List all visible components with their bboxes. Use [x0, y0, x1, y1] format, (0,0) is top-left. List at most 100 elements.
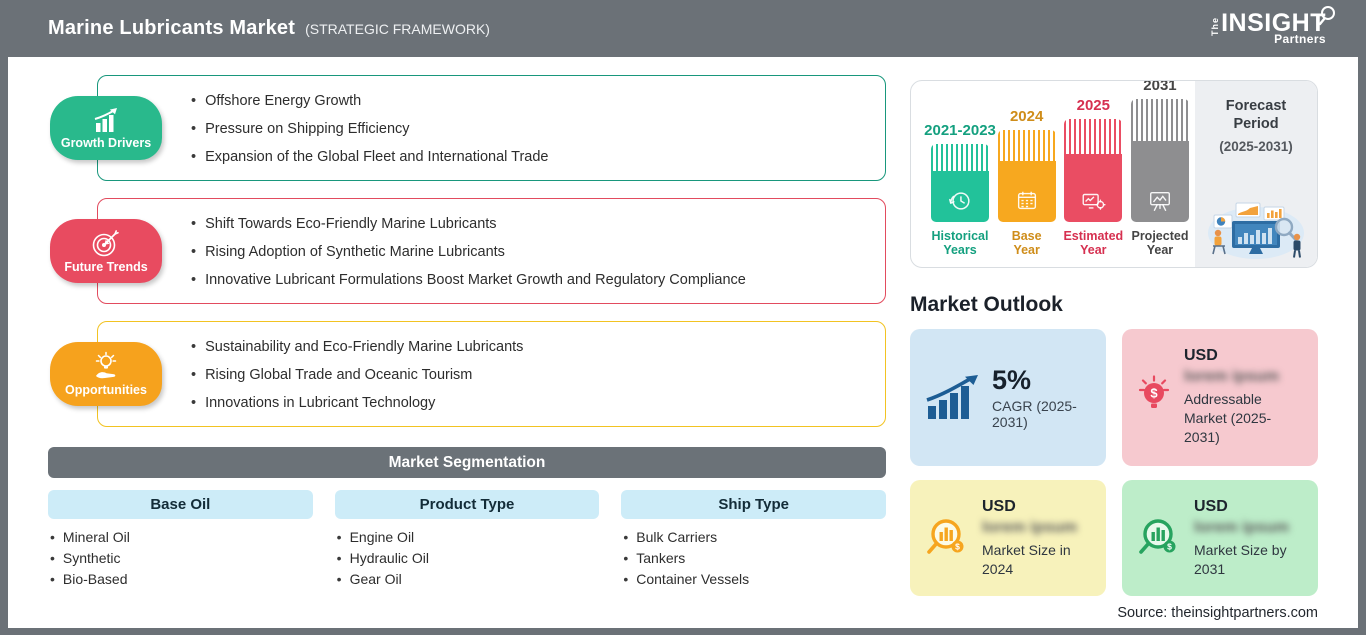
- history-clock-icon: [949, 192, 970, 210]
- forecast-range: (2025-2031): [1219, 139, 1293, 154]
- addressable-market-card: $ USD lorem ipsum Addressable Market (20…: [1122, 329, 1318, 466]
- svg-text:$: $: [1150, 386, 1158, 401]
- source-attribution: Source: theinsightpartners.com: [1117, 605, 1318, 621]
- list-item: Container Vessels: [623, 569, 886, 590]
- growth-drivers-box: Offshore Energy Growth Pressure on Shipp…: [97, 75, 886, 181]
- framework-column: Offshore Energy Growth Pressure on Shipp…: [48, 75, 887, 628]
- list-item: Shift Towards Eco-Friendly Marine Lubric…: [191, 210, 875, 238]
- card-caption: Addressable Market (2025-2031): [1184, 391, 1272, 445]
- timeline-panel: 2021-2023: [910, 80, 1318, 268]
- bar-caption: Estimated Year: [1063, 229, 1124, 257]
- forecast-illustration: [1208, 202, 1304, 259]
- svg-text:$: $: [1167, 542, 1172, 552]
- list-item: Bulk Carriers: [623, 527, 886, 548]
- logo-insight-text: INSIGHT: [1221, 9, 1326, 37]
- badge-label: Opportunities: [65, 383, 147, 397]
- list-item: Rising Adoption of Synthetic Marine Lubr…: [191, 238, 875, 266]
- list-item: Synthetic: [50, 548, 313, 569]
- timeline-bar-projected: 2031 Projected Year: [1130, 80, 1189, 257]
- future-trends-section: Shift Towards Eco-Friendly Marine Lubric…: [48, 198, 886, 304]
- list-item: Gear Oil: [337, 569, 600, 590]
- timeline-bars: 2021-2023: [911, 81, 1195, 267]
- future-trends-box: Shift Towards Eco-Friendly Marine Lubric…: [97, 198, 886, 304]
- market-segmentation-header: Market Segmentation: [48, 447, 886, 478]
- bar-year-label: 2031: [1143, 80, 1177, 94]
- segment-header: Base Oil: [48, 490, 313, 519]
- future-trends-list: Shift Towards Eco-Friendly Marine Lubric…: [191, 210, 875, 294]
- growth-drivers-badge: Growth Drivers: [50, 96, 162, 160]
- badge-label: Growth Drivers: [60, 135, 152, 150]
- list-item: Pressure on Shipping Efficiency: [191, 115, 875, 143]
- currency-label: USD: [1194, 497, 1228, 515]
- forecast-title: Forecast Period: [1225, 98, 1287, 132]
- opportunities-badge: Opportunities: [50, 342, 162, 406]
- currency-label: USD: [982, 497, 1016, 515]
- currency-label: USD: [1184, 347, 1218, 364]
- opportunities-list: Sustainability and Eco-Friendly Marine L…: [191, 333, 875, 417]
- list-item: Hydraulic Oil: [337, 548, 600, 569]
- timeline-bar-base: 2024 Base Year: [997, 108, 1056, 257]
- market-size-2024-card: $ USD lorem ipsum Market Size in 2024: [910, 480, 1106, 596]
- bar-caption: Base Year: [1011, 229, 1042, 257]
- bar-caption: Historical Years: [931, 229, 989, 257]
- list-item: Sustainability and Eco-Friendly Marine L…: [191, 333, 875, 361]
- cagr-chart-icon: [926, 374, 978, 419]
- outlook-cards: 5% CAGR (2025-2031) $ USD lorem ipsum: [910, 329, 1318, 596]
- growth-chart-icon: [94, 107, 117, 132]
- list-item: Innovations in Lubricant Technology: [191, 389, 875, 417]
- title-wrap: Marine Lubricants Market (STRATEGIC FRAM…: [48, 17, 490, 40]
- card-caption: Market Size by 2031: [1194, 541, 1287, 577]
- list-item: Expansion of the Global Fleet and Intern…: [191, 143, 875, 171]
- future-trends-badge: Future Trends: [50, 219, 162, 283]
- bar-year-label: 2025: [1076, 97, 1110, 114]
- bulb-hand-icon: [95, 351, 117, 379]
- page-title: Marine Lubricants Market: [48, 17, 296, 39]
- card-caption: Market Size in 2024: [982, 541, 1071, 577]
- timeline-bar-historical: 2021-2023: [924, 122, 996, 257]
- calendar-icon: [1017, 191, 1036, 210]
- timeline-bar: [931, 144, 989, 222]
- market-size-2031-card: $ USD lorem ipsum Market Size by 2031: [1122, 480, 1318, 596]
- cagr-label: CAGR (2025-2031): [992, 398, 1077, 430]
- bulb-dollar-icon: $: [1138, 375, 1170, 408]
- cagr-value: 5%: [992, 365, 1032, 395]
- logo-magnifier-icon: [1318, 6, 1335, 26]
- cagr-card: 5% CAGR (2025-2031): [910, 329, 1106, 466]
- list-item: Bio-Based: [50, 569, 313, 590]
- segment-header: Ship Type: [621, 490, 887, 519]
- page-subtitle: (STRATEGIC FRAMEWORK): [305, 21, 490, 37]
- opportunities-section: Sustainability and Eco-Friendly Marine L…: [48, 321, 886, 427]
- list-item: Engine Oil: [337, 527, 600, 548]
- blurred-value: lorem ipsum: [1194, 518, 1290, 536]
- outlook-column: 2021-2023: [910, 75, 1318, 628]
- badge-label: Future Trends: [64, 259, 148, 274]
- projection-icon: [1149, 191, 1170, 211]
- blurred-value: lorem ipsum: [1184, 368, 1280, 385]
- segment-base-oil: Base Oil Mineral Oil Synthetic Bio-Based: [48, 490, 313, 590]
- magnifier-chart-orange-icon: $: [927, 519, 964, 554]
- target-dart-icon: [92, 229, 119, 256]
- list-item: Tankers: [623, 548, 886, 569]
- list-item: Innovative Lubricant Formulations Boost …: [191, 266, 875, 294]
- magnifier-chart-green-icon: $: [1139, 519, 1176, 554]
- logo-the-text: The: [1210, 17, 1221, 37]
- bar-year-label: 2024: [1009, 108, 1044, 125]
- opportunities-box: Sustainability and Eco-Friendly Marine L…: [97, 321, 886, 427]
- segment-product-type: Product Type Engine Oil Hydraulic Oil Ge…: [334, 490, 600, 590]
- segment-ship-type: Ship Type Bulk Carriers Tankers Containe…: [621, 490, 887, 590]
- list-item: Mineral Oil: [50, 527, 313, 548]
- segment-list: Bulk Carriers Tankers Container Vessels: [623, 527, 886, 590]
- market-outlook-title: Market Outlook: [910, 293, 1063, 316]
- bar-caption: Projected Year: [1131, 229, 1189, 257]
- segment-list: Engine Oil Hydraulic Oil Gear Oil: [337, 527, 600, 590]
- segmentation-columns: Base Oil Mineral Oil Synthetic Bio-Based…: [48, 490, 887, 590]
- list-item: Offshore Energy Growth: [191, 87, 875, 115]
- estimation-icon: [1082, 193, 1106, 210]
- growth-drivers-section: Offshore Energy Growth Pressure on Shipp…: [48, 75, 886, 181]
- timeline-bar-estimated: 2025: [1063, 97, 1124, 257]
- timeline-bar: [1130, 99, 1189, 222]
- bar-year-label: 2021-2023: [924, 122, 996, 139]
- content-area: Offshore Energy Growth Pressure on Shipp…: [8, 57, 1358, 628]
- blurred-value: lorem ipsum: [982, 518, 1078, 536]
